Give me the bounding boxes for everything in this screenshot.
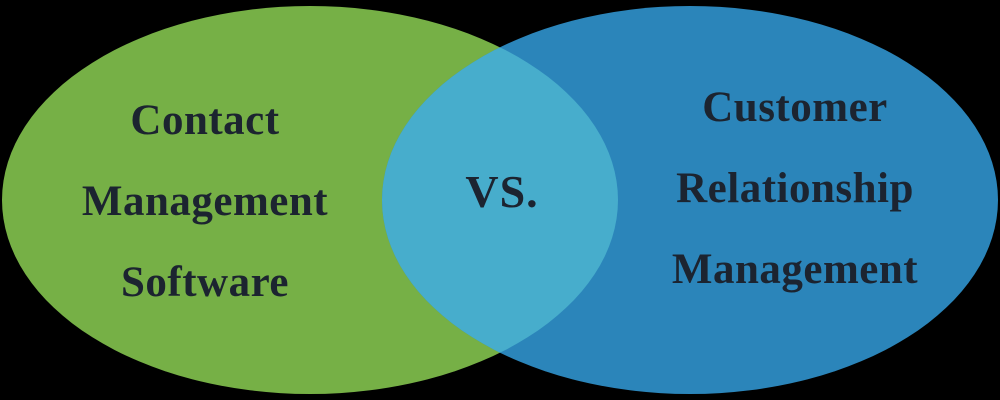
right-label-line-2: Relationship: [676, 165, 914, 212]
right-label-line-1: Customer: [702, 84, 888, 131]
left-circle-label: Contact Management Software: [20, 80, 390, 323]
right-circle-label: Customer Relationship Management: [605, 67, 985, 310]
left-label-line-3: Software: [120, 259, 289, 306]
left-label-line-2: Management: [81, 178, 329, 225]
left-label-line-1: Contact: [130, 97, 280, 144]
vs-label: VS.: [465, 165, 539, 217]
overlap-region: [382, 6, 618, 394]
right-label-line-3: Management: [671, 246, 919, 293]
